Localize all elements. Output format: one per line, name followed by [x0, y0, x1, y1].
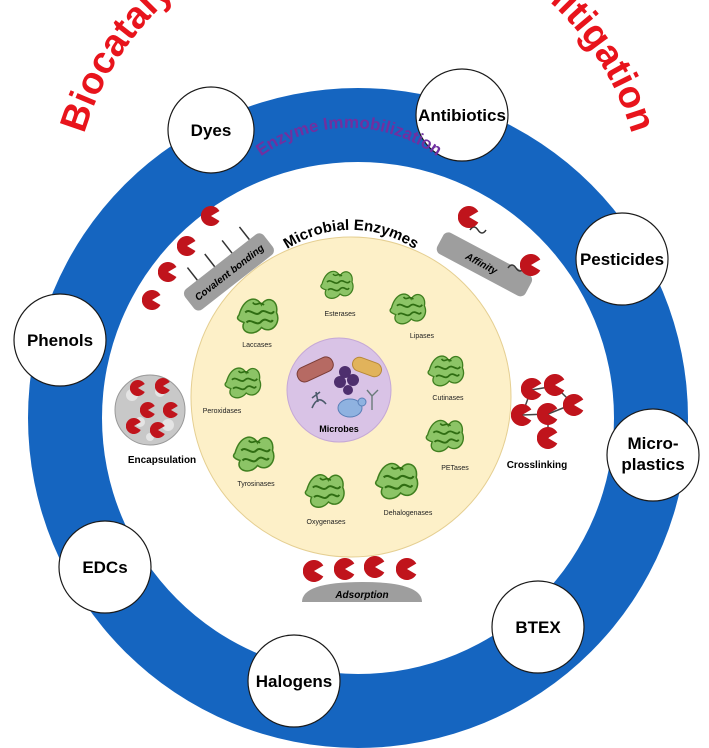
- protein-structure-icon: [374, 462, 419, 500]
- pollutant-label-line1: Micro-: [628, 434, 679, 453]
- pollutant-label: Antibiotics: [418, 106, 506, 125]
- enzyme-label: Dehalogenases: [384, 510, 433, 517]
- protein-structure-icon: [425, 419, 465, 453]
- enzyme-laccases: Laccases: [236, 298, 279, 349]
- enzyme-cutinases: Cutinases: [427, 355, 465, 402]
- adsorption-label: Adsorption: [334, 590, 388, 601]
- enzyme-petases: PETases: [425, 419, 469, 472]
- rod-bacterium-icon: [296, 356, 334, 383]
- pollutant-phenols: Phenols: [13, 293, 107, 387]
- pollutant-circle: [575, 212, 669, 306]
- encapsulation-label: Encapsulation: [128, 455, 196, 466]
- enzyme-tyrosinases: Tyrosinases: [232, 436, 275, 488]
- pollutant-circle: [491, 580, 585, 674]
- fungus-icon: [311, 391, 327, 409]
- pollutant-circle: [606, 408, 700, 502]
- pollutant-halogens: Halogens: [247, 634, 341, 728]
- pollutant-btex: BTEX: [491, 580, 585, 674]
- pollutant-label: Phenols: [27, 331, 93, 350]
- enzyme-label: PETases: [441, 465, 469, 472]
- enzyme-lipases: Lipases: [389, 293, 435, 340]
- microbes-center: Microbes: [286, 337, 392, 443]
- protein-structure-icon: [224, 367, 262, 399]
- pollutant-dyes: Dyes: [167, 86, 255, 174]
- pollutant-label: Dyes: [191, 121, 232, 140]
- adsorption-support: [302, 582, 422, 602]
- covalent-support: [183, 233, 274, 311]
- enzyme-label: Laccases: [242, 342, 272, 349]
- pollutant-circle: [167, 86, 255, 174]
- bacillus-icon: [351, 356, 383, 378]
- enzyme-oxygenases: Oxygenases: [304, 473, 346, 526]
- enzyme-esterases: Esterases: [320, 270, 356, 318]
- protein-structure-icon: [236, 298, 279, 334]
- protein-structure-icon: [232, 436, 275, 472]
- crosslinking-label: Crosslinking: [507, 460, 568, 471]
- protein-structure-icon: [427, 355, 465, 387]
- pollutant-label: BTEX: [515, 618, 561, 637]
- pollutant-label-line2: plastics: [621, 455, 684, 474]
- pollutant-circle: [415, 68, 509, 162]
- protein-structure-icon: [304, 473, 346, 509]
- coccus-icon: [339, 366, 351, 378]
- pollutant-circle: [247, 634, 341, 728]
- pollutant-label: Pesticides: [580, 250, 664, 269]
- pollutant-circle: [13, 293, 107, 387]
- enzyme-dehalogenases: Dehalogenases: [374, 462, 433, 517]
- pollutant-edcs: EDCs: [58, 520, 152, 614]
- enzyme-label: Cutinases: [432, 395, 464, 402]
- mechanism-crosslinking: Crosslinking: [507, 374, 584, 471]
- yeast-icon: [337, 398, 363, 418]
- pollutant-label: Halogens: [256, 672, 333, 691]
- pollutant-circle: [58, 520, 152, 614]
- enzyme-label: Tyrosinases: [237, 481, 275, 488]
- enzyme-label: Oxygenases: [307, 519, 346, 526]
- affinity-support: [436, 232, 533, 297]
- mechanism-adsorption: Adsorption: [302, 556, 422, 602]
- enzyme-label: Peroxidases: [203, 408, 242, 415]
- protein-structure-icon: [389, 293, 427, 325]
- pollutant-label: EDCs: [82, 558, 127, 577]
- pollutant-microplastics: Micro- plastics: [606, 408, 700, 502]
- microbes-label: Microbes: [319, 424, 359, 434]
- pollutant-antibiotics: Antibiotics: [415, 68, 509, 162]
- mechanism-encapsulation: Encapsulation: [114, 374, 196, 466]
- enzyme-label: Esterases: [324, 311, 356, 318]
- enzyme-peroxidases: Peroxidases: [203, 367, 262, 415]
- protein-structure-icon: [320, 270, 354, 300]
- pollutant-pesticides: Pesticides: [575, 212, 669, 306]
- enzyme-label: Lipases: [410, 333, 435, 340]
- mold-icon: [366, 389, 379, 410]
